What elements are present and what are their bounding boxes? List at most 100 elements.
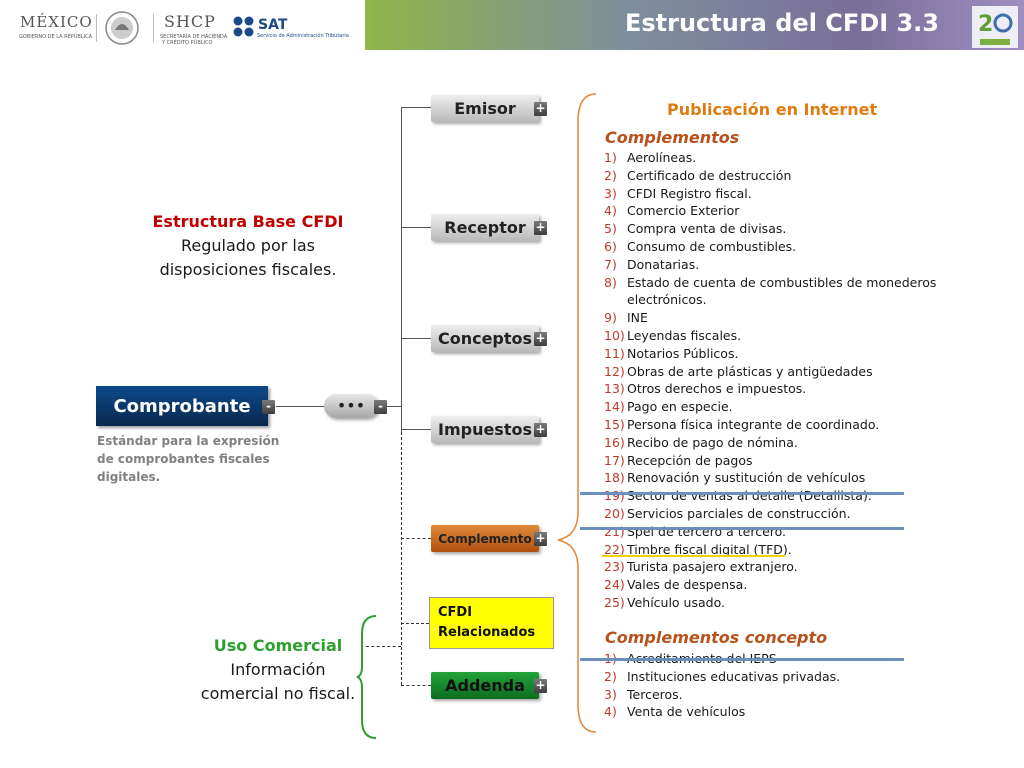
cfdi-relacionados-node[interactable]: CFDI Relacionados (429, 597, 554, 649)
complemento-node[interactable]: Complemento (431, 525, 539, 552)
list-item: 11)Notarios Públicos. (604, 345, 936, 363)
list-item-number: 22) (604, 541, 625, 557)
conceptos-node[interactable]: Conceptos (431, 325, 539, 352)
list-item-number: 17) (604, 452, 625, 468)
highlight-underline (602, 555, 785, 557)
list-item-text: INE (627, 310, 648, 326)
complemento-expand-button[interactable]: + (534, 531, 547, 546)
sequence-collapse-button[interactable]: - (374, 400, 387, 414)
cfdi-relacionados-label: Relacionados (438, 625, 536, 640)
sequence-connector-node[interactable]: ••• (324, 394, 378, 418)
shcp-logo-subtitle: Y CRÉDITO PÚBLICO (162, 40, 213, 46)
list-item: 7)Donatarias. (604, 256, 936, 274)
list-item-number: 9) (604, 310, 617, 326)
emisor-node[interactable]: Emisor (431, 95, 539, 122)
list-item-number: 20) (604, 505, 625, 521)
estructura-base-line: Regulado por las (180, 236, 315, 255)
uso-comercial-label: Uso Comercial Información comercial no f… (190, 634, 366, 706)
emisor-expand-button[interactable]: + (534, 101, 547, 116)
header-separator (96, 14, 97, 42)
list-item: electrónicos. (604, 291, 936, 309)
list-item-number: 5) (604, 221, 617, 237)
header-separator (153, 14, 154, 42)
list-item: 17)Recepción de pagos (604, 452, 936, 470)
comprobante-collapse-button[interactable]: - (262, 400, 275, 414)
comprobante-description-line: digitales. (97, 470, 161, 484)
list-item-number: 3) (604, 185, 617, 201)
list-item: 1) Aerolíneas. (604, 149, 936, 167)
sat-logo-icon (233, 16, 254, 37)
list-item-number: 8) (604, 274, 617, 290)
list-item: 18)Renovación y sustitución de vehículos (604, 469, 936, 487)
list-item-text: CFDI Registro fiscal. (627, 185, 752, 201)
list-item-text: Aerolíneas. (627, 150, 697, 165)
receptor-expand-button[interactable]: + (534, 220, 547, 235)
slide-title: Estructura del CFDI 3.3 (624, 9, 939, 37)
receptor-node[interactable]: Receptor (431, 214, 539, 241)
impuestos-label: Impuestos (437, 420, 532, 439)
sat-logo: SAT (258, 17, 288, 33)
list-item-number (604, 291, 627, 309)
list-item-number: 10) (604, 327, 625, 343)
list-item-text: electrónicos. (627, 292, 707, 308)
list-item-number: 6) (604, 238, 617, 254)
addenda-expand-button[interactable]: + (534, 678, 547, 693)
list-item-text: Certificado de destrucción (627, 167, 792, 183)
list-item: 10)Leyendas fiscales. (604, 327, 936, 345)
cfdi-relacionados-label: CFDI (438, 605, 473, 620)
national-seal-icon (105, 11, 139, 45)
emisor-label: Emisor (454, 99, 516, 118)
comprobante-description-line: de comprobantes fiscales (97, 452, 270, 466)
strike-line (580, 527, 904, 530)
list-item-text: Timbre fiscal digital (TFD). (627, 541, 792, 557)
list-item-number: 4) (604, 203, 617, 219)
list-item-text: Instituciones educativas privadas. (627, 668, 841, 684)
comprobante-node[interactable]: Comprobante (96, 386, 268, 426)
list-item-number: 4) (604, 704, 617, 720)
list-item-text: Recepción de pagos (627, 452, 753, 468)
header-color-band (365, 0, 1024, 50)
list-item-text: Recibo de pago de nómina. (627, 434, 798, 450)
complemento-label: Complemento (438, 531, 532, 546)
sat-logo-subtitle: Servicio de Administración Tributaria (257, 33, 349, 39)
comprobante-description: Estándar para la expresión de comprobant… (97, 432, 279, 486)
estructura-base-label: Estructura Base CFDI Regulado por las di… (130, 210, 366, 282)
impuestos-expand-button[interactable]: + (534, 422, 547, 437)
estructura-base-title: Estructura Base CFDI (152, 212, 344, 231)
list-item-text: Compra venta de divisas. (627, 221, 787, 237)
list-item: 2)Certificado de destrucción (604, 167, 936, 185)
list-item-text: Consumo de combustibles. (627, 238, 797, 254)
list-item-number: 24) (604, 577, 625, 593)
list-item-text: Vales de despensa. (627, 577, 748, 593)
addenda-node[interactable]: Addenda (431, 672, 539, 699)
anniversary-badge-icon: 2 (972, 6, 1018, 48)
svg-text:2: 2 (978, 12, 993, 37)
list-item-number: 14) (604, 399, 625, 415)
list-item: 3) CFDI Registro fiscal. (604, 185, 936, 203)
list-item: 2)Instituciones educativas privadas. (604, 668, 840, 686)
list-item-number: 15) (604, 416, 625, 432)
addenda-connector (401, 685, 431, 686)
complementos-list: 1) Aerolíneas. 2)Certificado de destrucció… (604, 149, 936, 612)
list-item-number: 25) (604, 594, 625, 610)
impuestos-connector (401, 429, 431, 430)
list-item: 14)Pago en especie. (604, 398, 936, 416)
list-item-text: Donatarias. (627, 256, 700, 272)
list-item: 12)Obras de arte plásticas y antigüedade… (604, 363, 936, 381)
optional-vertical-connector (401, 432, 402, 685)
list-item: 21)Spei de tercero a tercero. (604, 523, 936, 541)
conceptos-expand-button[interactable]: + (534, 331, 547, 346)
list-item-text: Obras de arte plásticas y antigüedades (627, 363, 873, 379)
uso-comercial-line: comercial no fiscal. (200, 684, 356, 703)
list-item: 9) INE (604, 309, 936, 327)
list-item: 16)Recibo de pago de nómina. (604, 434, 936, 452)
list-item-number: 1) (604, 150, 617, 165)
uso-comercial-title: Uso Comercial (213, 636, 343, 655)
list-item-number: 12) (604, 363, 625, 379)
strike-line (580, 492, 904, 495)
strike-line (580, 658, 904, 661)
list-item-text: Notarios Públicos. (627, 345, 739, 361)
uso-comercial-line: Información (230, 660, 326, 679)
impuestos-node[interactable]: Impuestos (431, 416, 539, 443)
emisor-connector (401, 107, 431, 108)
